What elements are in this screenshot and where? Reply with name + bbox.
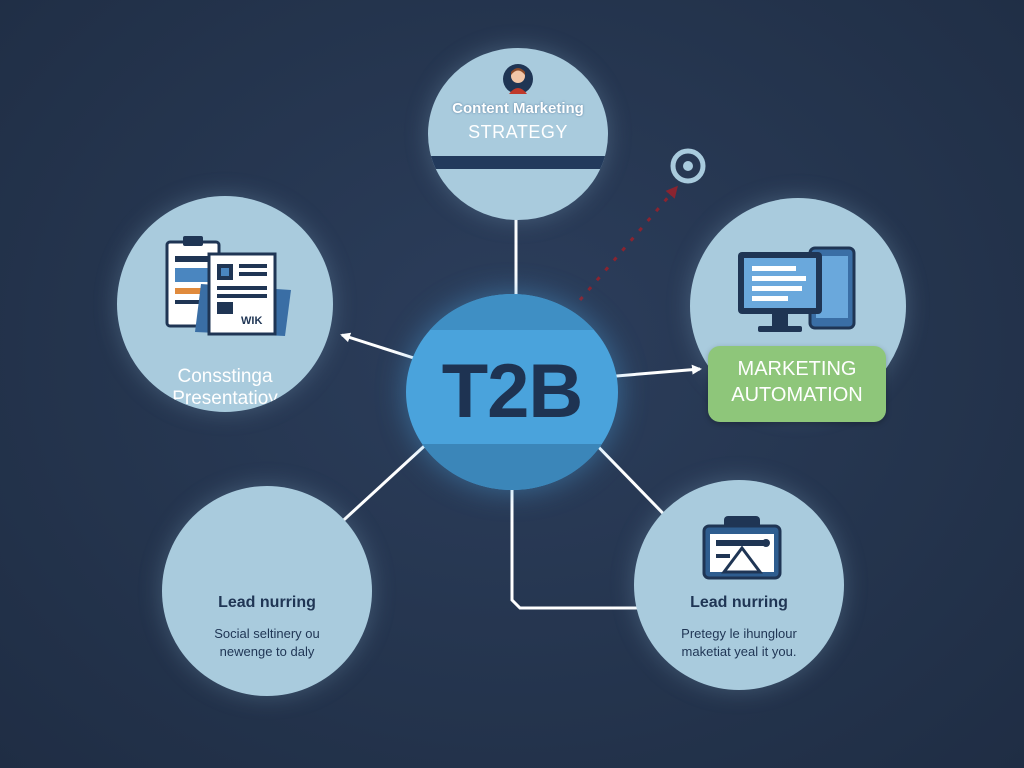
- doc-tag: WIK: [241, 315, 262, 327]
- node-content-marketing: Content Marketing STRATEGY: [428, 48, 608, 220]
- bottom-right-title: Lead nurring: [690, 594, 788, 611]
- right-node-line2: AUTOMATION: [731, 384, 863, 406]
- bottom-left-line1: Social seltinery ou: [214, 626, 320, 641]
- node-presentation: WIK Consstinga Presentatioy: [117, 196, 333, 412]
- person-avatar-icon: [503, 64, 533, 94]
- document-stack-icon: WIK: [165, 236, 291, 336]
- center-band-bottom: [406, 444, 618, 490]
- node-marketing-automation: MARKETING AUTOMATION: [690, 198, 906, 422]
- node-center-t2b: T2B: [406, 294, 618, 490]
- target-icon: [670, 148, 706, 184]
- bottom-right-line1: Pretegy le ihunglour: [681, 626, 797, 641]
- dotted-arrow: [578, 185, 678, 301]
- bottom-left-title: Lead nurring: [218, 594, 316, 611]
- center-label: T2B: [441, 349, 584, 434]
- monitor-tablet-icon: [738, 246, 856, 332]
- connector-elbow: [510, 458, 640, 610]
- bottom-left-line2: newenge to daly: [219, 644, 315, 659]
- content-marketing-title: Content Marketing: [452, 100, 584, 117]
- connector-to-left: [340, 332, 421, 362]
- left-node-line2: Presentatioy: [172, 388, 278, 409]
- right-node-line1: MARKETING: [737, 358, 857, 380]
- left-node-line1: Consstinga: [177, 366, 273, 387]
- center-band-top: [406, 294, 618, 330]
- certificate-card-icon: [702, 516, 782, 580]
- node-lead-nurturing-right: Lead nurring Pretegy le ihunglour maketi…: [634, 480, 844, 690]
- bottom-right-line2: maketiat yeal it you.: [681, 644, 797, 659]
- node-lead-nurturing-left: Lead nurring Social seltinery ou newenge…: [162, 486, 372, 696]
- strategy-subtitle: STRATEGY: [468, 122, 568, 142]
- marketing-automation-pill: MARKETING AUTOMATION: [708, 346, 886, 422]
- top-node-band: [428, 156, 608, 169]
